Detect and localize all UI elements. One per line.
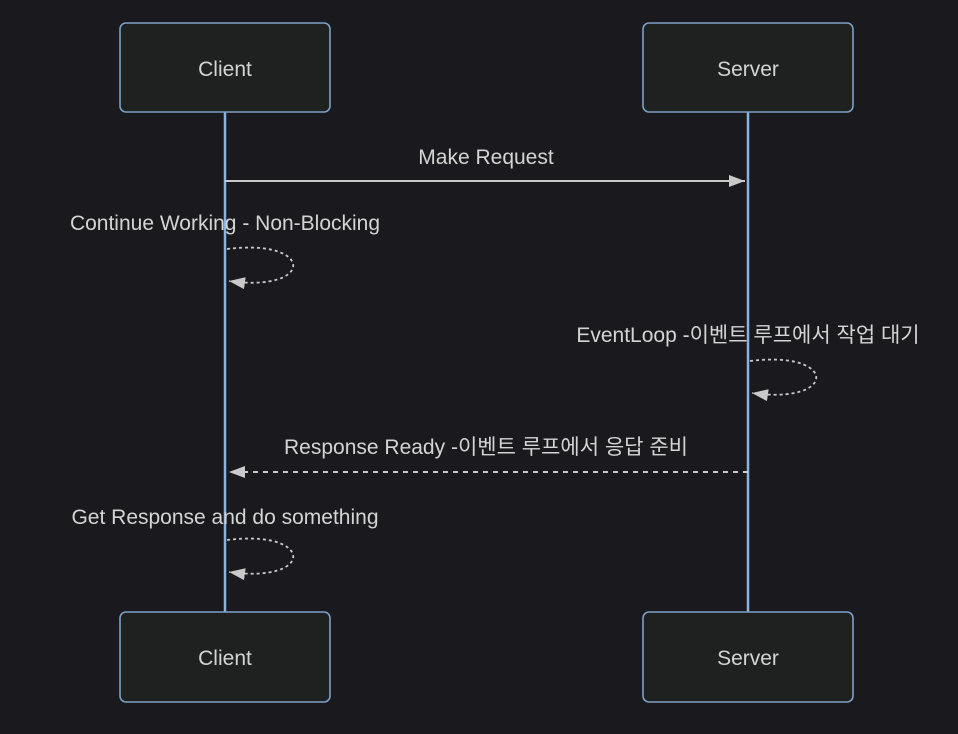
self-loop-eventloop	[749, 358, 818, 402]
actor-box-client-top	[119, 22, 331, 113]
self-loop-continue-working	[226, 246, 295, 290]
message-label-continue-working: Continue Working - Non-Blocking	[70, 212, 380, 235]
message-label-make-request: Make Request	[418, 146, 554, 169]
actor-label-client-top: Client	[198, 58, 252, 81]
actor-box-client-bottom	[119, 611, 331, 703]
message-label-get-response: Get Response and do something	[71, 506, 378, 529]
message-label-response-ready: Response Ready -이벤트 루프에서 응답 준비	[284, 436, 688, 459]
actor-box-server-top	[642, 22, 854, 113]
message-label-eventloop: EventLoop -이벤트 루프에서 작업 대기	[576, 324, 919, 347]
actor-label-server-bottom: Server	[717, 647, 779, 670]
actor-label-server-top: Server	[717, 58, 779, 81]
self-loop-get-response	[226, 537, 295, 581]
actor-box-server-bottom	[642, 611, 854, 703]
actor-label-client-bottom: Client	[198, 647, 252, 670]
